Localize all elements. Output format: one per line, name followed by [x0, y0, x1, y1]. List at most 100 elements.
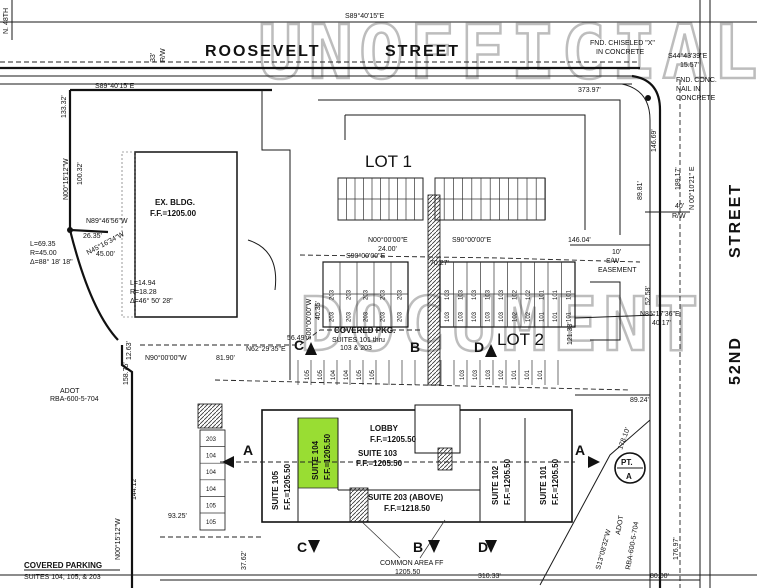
- stall-label: 105: [305, 369, 311, 380]
- dist-89-81: 89.81': [637, 181, 644, 200]
- drive-curve: [247, 239, 277, 291]
- n62-label: N62°29'35"E: [246, 345, 286, 353]
- suite-104-ff: F.F.=1205.50: [323, 433, 332, 480]
- in-concrete-label: IN CONCRETE: [596, 49, 645, 56]
- diagonal-boundary: [539, 419, 651, 586]
- stall-label: 103: [473, 369, 479, 380]
- n85-label: N85°17'36"E: [640, 310, 680, 318]
- dist-26-35: 26.35': [83, 233, 102, 240]
- property-boundary-west: [68, 90, 109, 234]
- stall-label: 102: [526, 311, 532, 322]
- stair: [349, 487, 369, 523]
- sw-label: S/W: [606, 258, 620, 265]
- lot2-stall-labels: 2032032032032032032032032032031031031031…: [322, 262, 575, 327]
- n00-label: N00°00'00"E: [368, 236, 408, 244]
- stall-label: 203: [206, 437, 217, 443]
- dist-24: 24.00': [378, 246, 397, 253]
- stall-label: 203: [364, 311, 370, 322]
- stall-label: 102: [512, 311, 518, 322]
- dist-189: 189.17': [675, 167, 682, 190]
- dist-144: 144.12': [131, 477, 138, 500]
- stall-label: 103: [445, 311, 451, 322]
- existing-building-outline: [134, 151, 238, 318]
- suite-104-label: SUITE 104: [311, 440, 320, 480]
- stall-label: 105: [318, 369, 324, 380]
- stall-label: 203: [381, 289, 387, 300]
- stall-label: 203: [398, 311, 404, 322]
- stair: [437, 447, 453, 471]
- stall-label: 105: [206, 520, 217, 526]
- stall-label: 203: [398, 289, 404, 300]
- lot1-outer-curb: [318, 99, 621, 235]
- roosevelt-street-label: ROOSEVELT STREET: [205, 43, 460, 60]
- n00-10-label: N 00°10'21" E: [688, 166, 696, 210]
- dist-81: 81.90': [216, 355, 235, 362]
- dist-146: 146.04': [568, 237, 591, 244]
- dist-40-35: 40.35': [315, 301, 322, 320]
- section-d-top: D: [474, 339, 484, 355]
- dist-89-24: 89.24': [630, 397, 649, 404]
- curve-l-69: L=69.35: [30, 241, 56, 248]
- survey-marker: [67, 227, 73, 233]
- section-c-top: C: [294, 337, 304, 353]
- building-overhang: [121, 151, 136, 318]
- stall-label: 104: [331, 369, 337, 380]
- stall-label: 203: [330, 289, 336, 300]
- section-a-left: A: [243, 442, 253, 458]
- section-arrow-a-right: [588, 456, 600, 468]
- stall-label: 102: [526, 289, 532, 300]
- n00-15-12-w: N00°15'12"W: [62, 158, 70, 200]
- stall-label: 104: [206, 470, 217, 476]
- dashed-easement: [140, 329, 420, 346]
- dist-133: 133.32': [61, 95, 68, 118]
- nail-in-label: NAIL IN: [676, 86, 700, 93]
- stall-label: 104: [206, 487, 217, 493]
- sidewalk-return: [621, 83, 651, 588]
- watermark-line1: UNOFFICIAL: [258, 10, 757, 96]
- lobby-box: [414, 404, 461, 454]
- dist-37: 37.62': [241, 551, 248, 570]
- rw-label-b: R/W: [672, 213, 686, 220]
- section-c-arrow: [308, 540, 320, 553]
- section-d-arrow: [485, 540, 497, 553]
- stall-label: 103: [458, 311, 464, 322]
- lobby-ff: F.F.=1205.50: [370, 435, 417, 444]
- stall-label: 101: [539, 311, 545, 322]
- dist-80: 80.00': [650, 573, 669, 580]
- common-area-ff: 1205.50: [395, 569, 420, 576]
- curve-l-14: L=14.94: [130, 280, 156, 287]
- drive-aisle: [261, 90, 291, 380]
- lobby-label: LOBBY: [370, 424, 399, 433]
- stall-label: 203: [364, 289, 370, 300]
- dist-176: 176.97': [673, 537, 680, 560]
- sw-easement-box: [590, 281, 621, 341]
- dist-93: 93.25': [168, 513, 187, 520]
- rw-label: R/W: [160, 48, 167, 62]
- dist-45: 45.00': [96, 251, 115, 258]
- stall-label: 103: [445, 289, 451, 300]
- stall-label: 103: [499, 311, 505, 322]
- stall-label: 101: [525, 369, 531, 380]
- curve-delta-46: Δ=46° 50' 28": [130, 297, 173, 305]
- watermark-line2: DOCUMENT: [300, 282, 704, 368]
- stall-label: 203: [347, 311, 353, 322]
- section-a-right: A: [575, 442, 585, 458]
- stall-label: 104: [344, 369, 350, 380]
- n89-label: N89°46'56"W: [86, 217, 128, 225]
- dist-100: 100.32': [77, 162, 84, 185]
- curve-delta-88: Δ=88° 18' 18": [30, 258, 73, 266]
- suite-103-ff: F.F.=1205.50: [356, 459, 403, 468]
- suite-103-label: SUITE 103: [358, 449, 398, 458]
- n00-15-12-w-b: N00°15'12"W: [114, 518, 122, 560]
- dist-158: 158.75': [123, 362, 130, 385]
- dist-146-69: 146.69': [651, 129, 658, 152]
- suite-101-label: SUITE 101: [539, 465, 548, 505]
- stall-label: 101: [553, 311, 559, 322]
- fnd-chiseled-label: FND. CHISELED "X": [590, 40, 655, 47]
- lot2-label: LOT 2: [497, 330, 544, 349]
- dist-52: 52.58': [645, 286, 652, 305]
- 48th-label: N. 48TH: [3, 8, 10, 34]
- dist-33: 33': [150, 53, 157, 62]
